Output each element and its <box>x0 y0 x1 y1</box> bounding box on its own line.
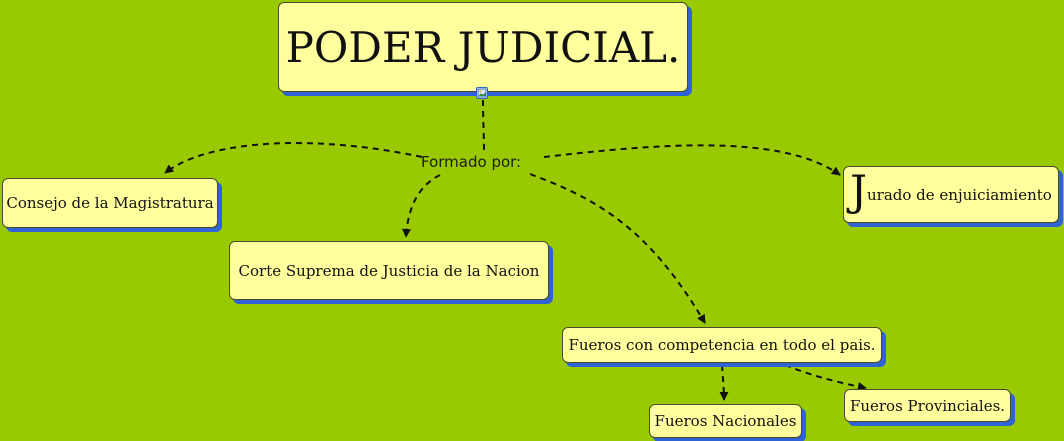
node-title-label: PODER JUDICIAL. <box>285 22 681 72</box>
connector-label-to-corte <box>402 174 441 238</box>
node-fueros-label: Fueros con competencia en todo el pais. <box>568 336 876 354</box>
image-icon[interactable] <box>476 87 488 99</box>
image-icon-glyph <box>477 88 487 98</box>
node-provinciales-label: Fueros Provinciales. <box>849 396 1006 415</box>
node-corte-suprema[interactable]: Corte Suprema de Justicia de la Nacion <box>229 241 549 300</box>
connector-label-to-consejo <box>164 142 423 174</box>
node-jurado-initial: J <box>850 165 867 215</box>
node-fueros-provinciales[interactable]: Fueros Provinciales. <box>844 389 1011 422</box>
connector-label-to-jurado <box>543 144 841 176</box>
node-jurado-label: urado de enjuiciamiento <box>867 185 1052 204</box>
connector-fueros-to-provinciales <box>784 364 867 391</box>
node-consejo-label: Consejo de la Magistratura <box>6 194 214 212</box>
connector-label-to-fueros <box>529 173 706 324</box>
node-fueros-competencia[interactable]: Fueros con competencia en todo el pais. <box>562 327 882 363</box>
node-fueros-nacionales[interactable]: Fueros Nacionales <box>649 404 802 438</box>
node-corte-label: Corte Suprema de Justicia de la Nacion <box>238 261 540 280</box>
node-poder-judicial[interactable]: PODER JUDICIAL. <box>278 2 688 92</box>
connector-fueros-to-nacionales <box>719 364 729 401</box>
connector-title-to-label <box>482 99 485 154</box>
node-nacionales-label: Fueros Nacionales <box>654 412 797 430</box>
link-label-formado-por: Formado por: <box>421 153 522 171</box>
node-consejo-magistratura[interactable]: Consejo de la Magistratura <box>2 178 218 228</box>
